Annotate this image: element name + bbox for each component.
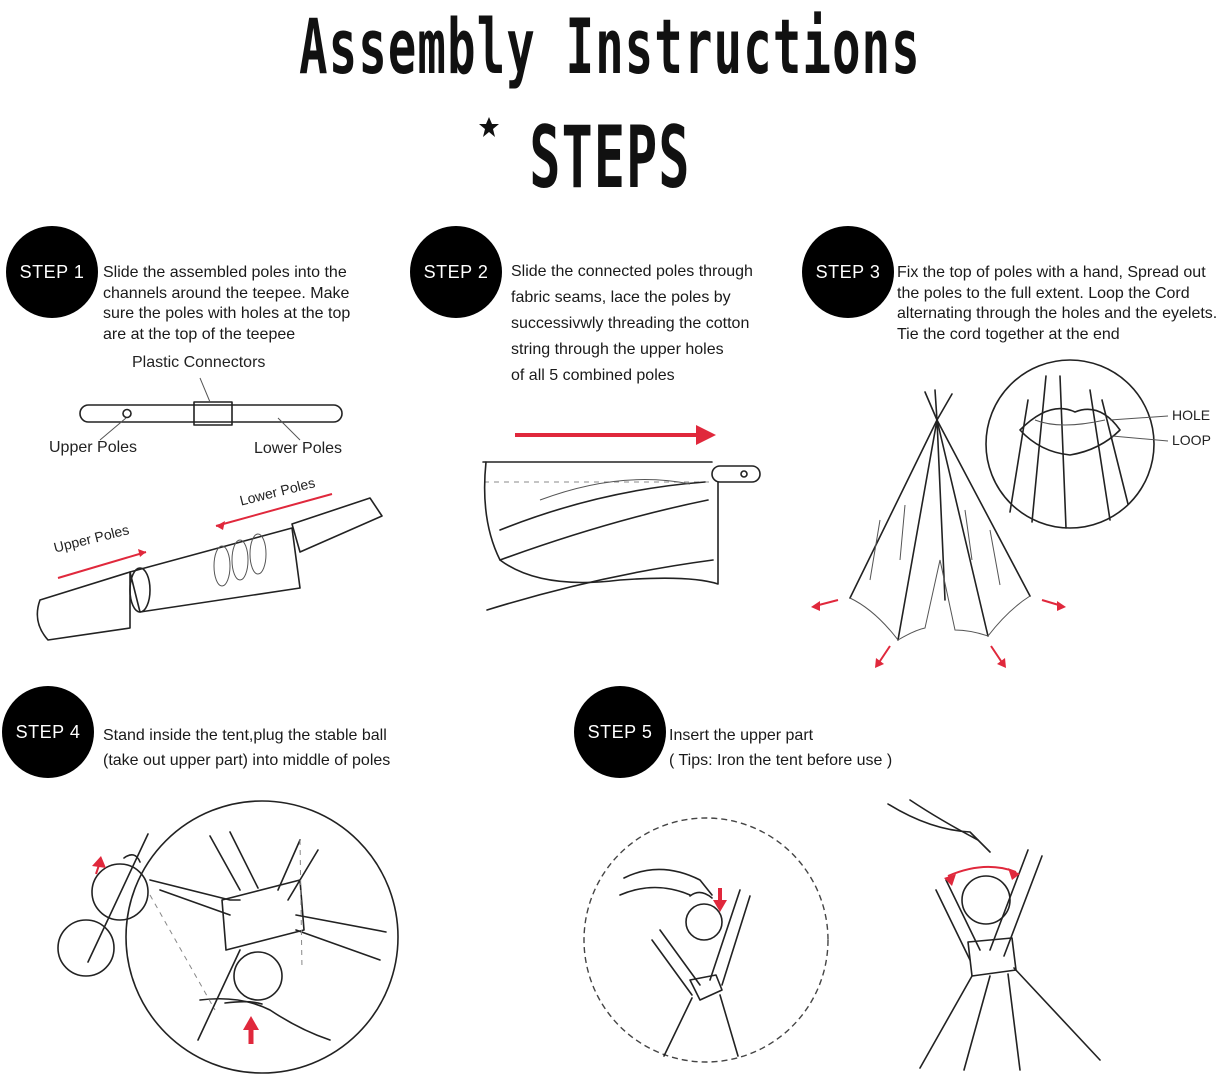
arrow-icon (696, 425, 716, 445)
step-4-text: Stand inside the tent,plug the stable ba… (103, 723, 390, 773)
step-5-line: Insert the upper part (669, 727, 814, 744)
step-1-line: sure the poles with holes at the top (103, 305, 351, 322)
step-4-badge: STEP 4 (2, 686, 94, 778)
step-4-line: Stand inside the tent,plug the stable ba… (103, 727, 387, 744)
step-1-badge: STEP 1 (6, 226, 98, 318)
step-2-line: successivwly threading the cotton (511, 315, 750, 332)
step-2-text: Slide the connected poles through fabric… (511, 259, 753, 389)
step-1-line: are at the top of the teepee (103, 325, 296, 343)
upper-poles-label: Upper Poles (49, 439, 138, 456)
step-3-line: alternating through the holes and the ey… (897, 305, 1218, 322)
loop-label: LOOP (1172, 432, 1211, 448)
plastic-connectors-label: Plastic Connectors (132, 354, 266, 371)
page-title: Assembly Instructions (299, 2, 921, 91)
hole-label: HOLE (1172, 407, 1211, 423)
step-2-line: string through the upper holes (511, 341, 724, 358)
step-1-text: Slide the assembled poles into the chann… (103, 263, 350, 345)
star-icon (479, 117, 499, 137)
step-2-badge: STEP 2 (410, 226, 502, 318)
page-subtitle: STEPS (529, 108, 691, 208)
step-1-line: channels around the teepee. Make (103, 284, 350, 302)
step-2-line: fabric seams, lace the poles by (511, 289, 731, 306)
step-3-line: the poles to the full extent. Loop the C… (897, 284, 1190, 302)
step-2-line: Slide the connected poles through (511, 263, 753, 280)
step-3-line: Tie the cord together at the end (897, 325, 1120, 343)
step-5-line: ( Tips: Iron the tent before use ) (669, 752, 893, 769)
step-5-text: Insert the upper part ( Tips: Iron the t… (669, 723, 892, 773)
step-3-text: Fix the top of poles with a hand, Spread… (897, 263, 1217, 345)
step-3-line: Fix the top of poles with a hand, Spread… (897, 264, 1206, 281)
step-2-line: of all 5 combined poles (511, 367, 675, 384)
step-4-line: (take out upper part) into middle of pol… (103, 752, 391, 769)
lower-poles-label: Lower Poles (254, 440, 343, 457)
step-3-badge: STEP 3 (802, 226, 894, 318)
step-1-line: Slide the assembled poles into the (103, 264, 347, 281)
step-5-badge: STEP 5 (574, 686, 666, 778)
